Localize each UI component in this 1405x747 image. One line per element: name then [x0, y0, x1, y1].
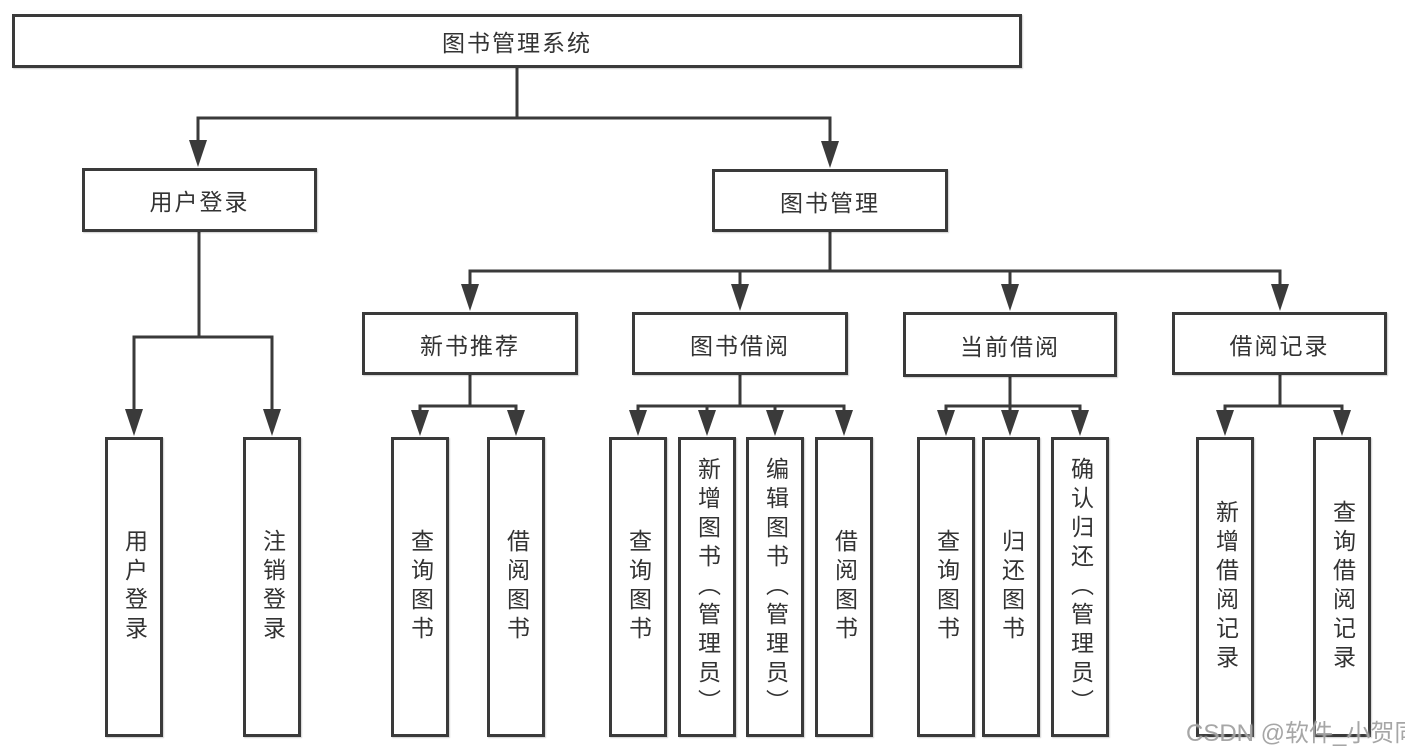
csdn-watermark: CSDN @软件_小贺同学	[1186, 720, 1405, 747]
leaf-user-login-label: 用户登录	[121, 529, 148, 645]
arrowhead	[698, 410, 716, 436]
leaf-borrow-add-books-admin-label: 新增图书（管理员）	[694, 456, 721, 718]
arrowhead	[263, 409, 281, 436]
node-current-borrow: 当前借阅	[903, 312, 1117, 377]
connector-root-to-level2	[196, 66, 832, 151]
leaf-records-add-record-label: 新增借阅记录	[1212, 500, 1239, 674]
leaf-recommend-query-books: 查询图书	[391, 437, 449, 737]
leaf-records-add-record: 新增借阅记录	[1196, 437, 1254, 737]
arrowhead	[821, 141, 839, 168]
connector-book-management-children	[468, 230, 1282, 294]
arrowhead	[835, 410, 853, 436]
arrowhead	[731, 284, 749, 311]
arrowhead	[1216, 410, 1234, 436]
leaf-recommend-query-books-label: 查询图书	[407, 529, 434, 645]
leaf-logout-login: 注销登录	[243, 437, 301, 737]
arrowhead	[766, 410, 784, 436]
node-book-borrow: 图书借阅	[632, 312, 848, 375]
arrowhead	[461, 284, 479, 311]
leaf-records-query-record-label: 查询借阅记录	[1329, 500, 1356, 674]
arrowhead	[1001, 410, 1019, 436]
node-book-management: 图书管理	[712, 169, 948, 232]
node-book-borrow-label: 图书借阅	[690, 332, 790, 359]
arrowhead	[125, 409, 143, 436]
arrowhead	[411, 410, 429, 436]
connector-user-login-children	[132, 230, 274, 419]
leaf-recommend-borrow-books: 借阅图书	[487, 437, 545, 737]
leaf-borrow-edit-books-admin-label: 编辑图书（管理员）	[762, 456, 789, 718]
node-new-book-recommend: 新书推荐	[362, 312, 578, 375]
node-borrow-records-label: 借阅记录	[1229, 332, 1330, 359]
arrowhead	[1071, 410, 1089, 436]
arrowhead	[1333, 410, 1351, 436]
arrowhead	[1271, 284, 1289, 311]
arrowhead	[189, 140, 207, 167]
leaf-current-confirm-return-admin: 确认归还（管理员）	[1051, 437, 1109, 737]
leaf-borrow-borrow-books: 借阅图书	[815, 437, 873, 737]
leaf-records-query-record: 查询借阅记录	[1313, 437, 1371, 737]
arrowhead	[937, 410, 955, 436]
leaf-borrow-borrow-books-label: 借阅图书	[831, 529, 858, 645]
leaf-current-return-books: 归还图书	[982, 437, 1040, 737]
arrowhead	[629, 410, 647, 436]
connector-recommend-children	[418, 373, 518, 419]
leaf-borrow-edit-books-admin: 编辑图书（管理员）	[746, 437, 804, 737]
leaf-current-query-books-label: 查询图书	[933, 529, 960, 645]
node-current-borrow-label: 当前借阅	[960, 333, 1060, 360]
connector-borrow-children	[636, 373, 846, 419]
arrowhead	[1001, 284, 1019, 311]
leaf-current-confirm-return-admin-label: 确认归还（管理员）	[1067, 456, 1094, 718]
leaf-recommend-borrow-books-label: 借阅图书	[503, 529, 530, 645]
node-user-login-label: 用户登录	[149, 189, 250, 215]
node-root-label: 图书管理系统	[442, 30, 592, 56]
node-new-book-recommend-label: 新书推荐	[420, 332, 520, 359]
node-user-login: 用户登录	[82, 168, 317, 232]
connector-records-children	[1223, 373, 1344, 419]
leaf-borrow-query-books: 查询图书	[609, 437, 667, 737]
leaf-current-query-books: 查询图书	[917, 437, 975, 737]
node-book-management-label: 图书管理	[780, 189, 880, 216]
arrowhead	[507, 410, 525, 436]
node-root: 图书管理系统	[12, 14, 1022, 68]
leaf-user-login: 用户登录	[105, 437, 163, 737]
leaf-current-return-books-label: 归还图书	[998, 529, 1025, 645]
leaf-borrow-query-books-label: 查询图书	[625, 529, 652, 645]
node-borrow-records: 借阅记录	[1172, 312, 1387, 375]
leaf-borrow-add-books-admin: 新增图书（管理员）	[678, 437, 736, 737]
leaf-logout-login-label: 注销登录	[259, 529, 286, 645]
